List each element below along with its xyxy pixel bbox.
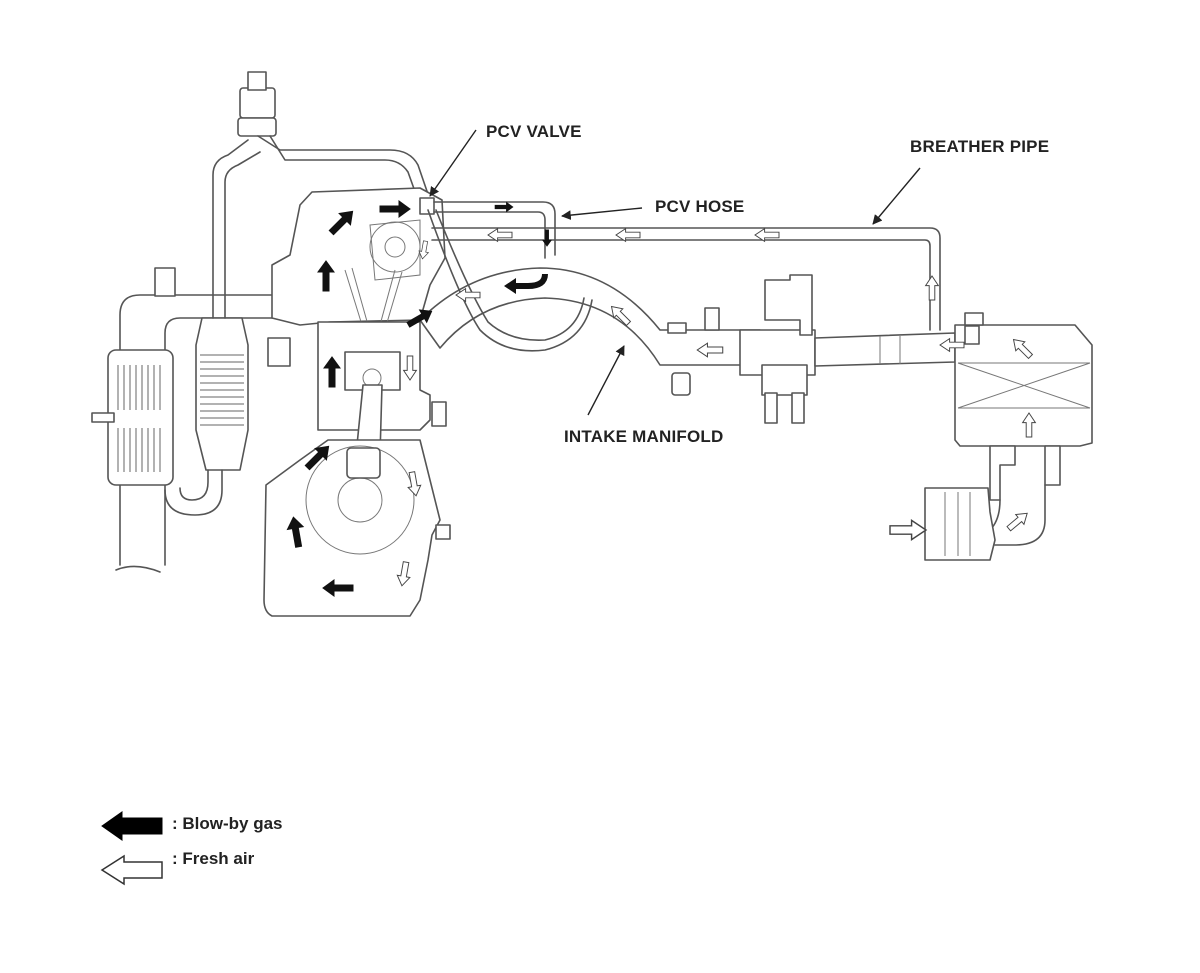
exhaust-system [91,71,431,573]
fresh-air-icon [100,854,163,886]
left-cat-fins [117,365,161,472]
blow-by-gas-icon [101,811,163,841]
engine-block [263,187,451,617]
breather-pipe-label: BREATHER PIPE [910,137,1050,156]
pcv-valve-label: PCV VALVE [486,122,582,141]
intake-manifold-shape [419,267,1093,561]
legend-fresh-air: : Fresh air [172,849,255,868]
right-cat-fins [200,354,244,426]
leader-lines [429,129,921,416]
blow-by-arrows [285,200,552,597]
intake-manifold-label: INTAKE MANIFOLD [564,427,724,446]
pcv-hose-and-breather-pipe [419,197,941,352]
pcv-hose-label: PCV HOSE [655,197,745,216]
legend-blow-by-gas: : Blow-by gas [172,814,283,833]
